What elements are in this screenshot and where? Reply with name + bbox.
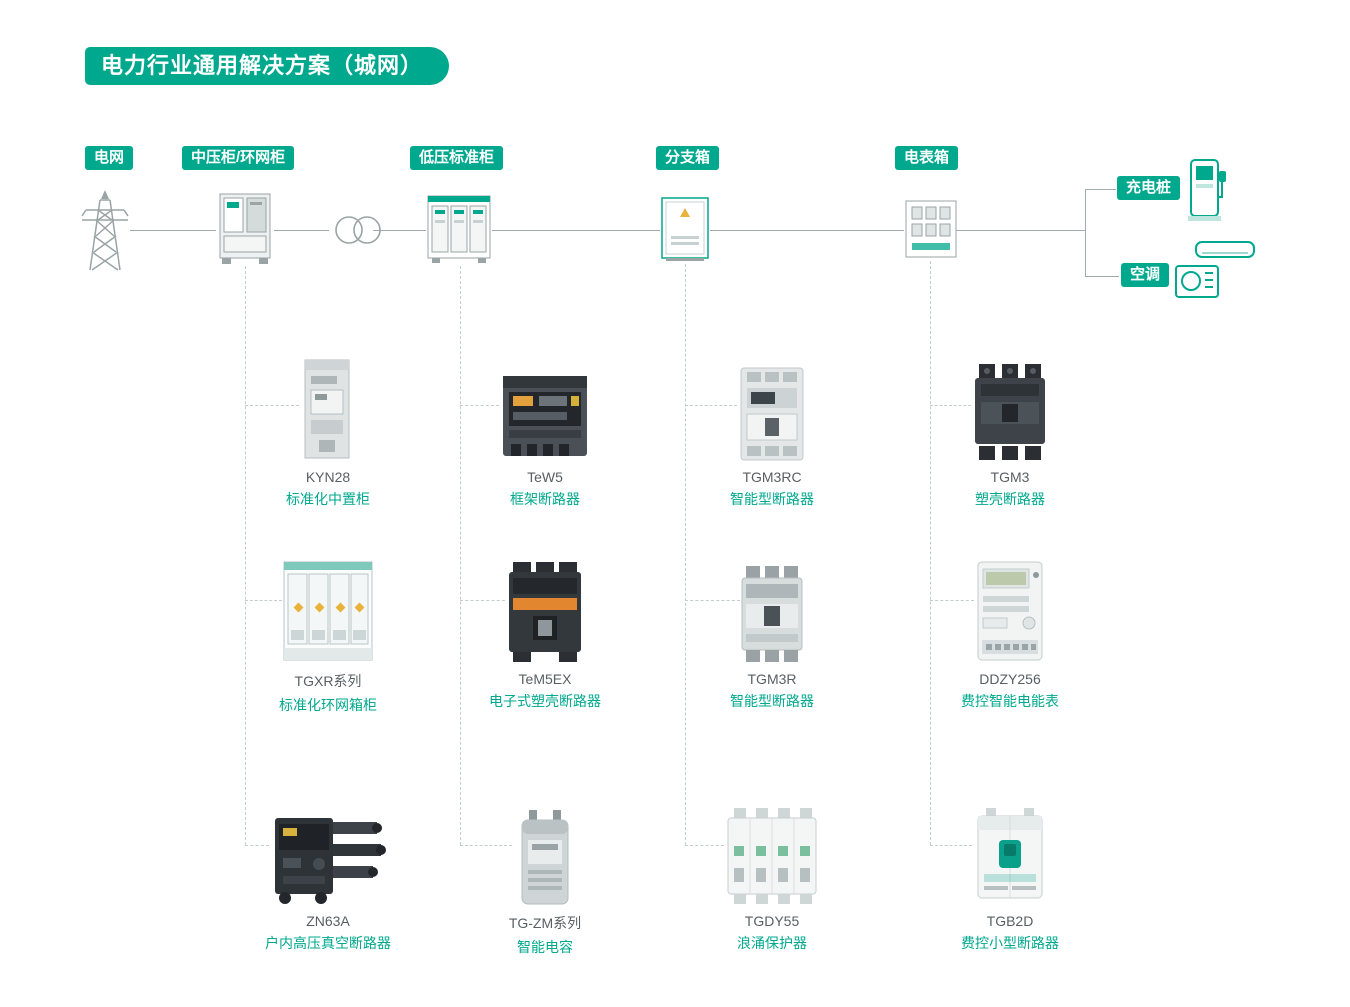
product-desc: 框架断路器	[510, 491, 580, 507]
dashed-connector	[930, 600, 974, 601]
product-card-tgzm: TG-ZM系列 智能电容	[457, 790, 633, 957]
meter-box-icon	[904, 199, 958, 266]
dashed-connector	[460, 405, 499, 406]
node-label-grid: 电网	[85, 146, 134, 170]
product-desc: 智能型断路器	[730, 491, 814, 507]
dashed-connector	[245, 405, 299, 406]
product-card-tem5ex: TeM5EX 电子式塑壳断路器	[457, 548, 633, 711]
product-image-tgdy55	[684, 790, 860, 906]
product-desc: 费控智能电能表	[961, 693, 1059, 709]
product-image-tew5	[457, 346, 633, 462]
product-card-tew5: TeW5 框架断路器	[457, 346, 633, 509]
product-desc: 智能型断路器	[730, 693, 814, 709]
node-label-meter: 电表箱	[895, 146, 959, 170]
product-card-tgm3: TGM3 塑壳断路器	[922, 346, 1098, 509]
product-image-kyn28	[240, 346, 416, 462]
product-card-kyn28: KYN28 标准化中置柜	[240, 346, 416, 509]
product-desc: 浪涌保护器	[737, 935, 807, 951]
power-grid-tower-icon	[74, 186, 136, 279]
product-image-tgxr	[240, 548, 416, 664]
node-label-ac: 空调	[1121, 263, 1170, 287]
product-card-ddzy256: DDZY256 费控智能电能表	[922, 548, 1098, 711]
product-name: TGDY55	[744, 913, 800, 929]
node-label-branch: 分支箱	[656, 146, 720, 170]
dashed-connector	[685, 405, 737, 406]
product-name: TG-ZM系列	[508, 915, 582, 931]
charging-pile-icon	[1186, 158, 1230, 229]
air-conditioner-icon	[1174, 240, 1258, 307]
connector-line	[1085, 189, 1116, 190]
product-card-zn63a: ZN63A 户内高压真空断路器	[240, 790, 416, 953]
connector-line	[1085, 276, 1119, 277]
transformer-icon	[326, 212, 390, 253]
connector-line	[274, 230, 329, 231]
product-image-tem5ex	[457, 548, 633, 664]
dashed-connector	[685, 264, 686, 845]
dashed-connector	[245, 266, 246, 845]
lv-cabinet-icon	[426, 192, 492, 271]
product-desc: 标准化中置柜	[286, 491, 370, 507]
product-name: TGB2D	[986, 913, 1034, 929]
branch-box-icon	[660, 196, 710, 269]
product-name: ZN63A	[306, 913, 350, 929]
product-card-tgb2d: TGB2D 费控小型断路器	[922, 790, 1098, 953]
product-image-tgm3	[922, 346, 1098, 462]
connector-line	[710, 230, 904, 231]
connector-line	[130, 230, 216, 231]
dashed-connector	[930, 261, 931, 845]
product-card-tgxr: TGXR系列 标准化环网箱柜	[240, 548, 416, 715]
dashed-connector	[460, 845, 512, 846]
product-name: DDZY256	[979, 671, 1041, 687]
mv-cabinet-icon	[216, 192, 274, 271]
node-label-charger: 充电桩	[1117, 176, 1181, 200]
product-name: TGXR系列	[294, 673, 362, 689]
dashed-connector	[460, 600, 505, 601]
connector-line	[1085, 189, 1086, 276]
product-desc: 费控小型断路器	[961, 935, 1059, 951]
product-card-tgdy55: TGDY55 浪涌保护器	[684, 790, 860, 953]
product-name: TeW5	[527, 469, 563, 485]
node-label-lv: 低压标准柜	[410, 146, 504, 170]
product-card-tgm3r: TGM3R 智能型断路器	[684, 548, 860, 711]
dashed-connector	[685, 600, 740, 601]
product-name: TGM3R	[747, 671, 797, 687]
dashed-connector	[685, 845, 724, 846]
product-image-tgm3rc	[684, 346, 860, 462]
product-desc: 塑壳断路器	[975, 491, 1045, 507]
connector-line	[492, 230, 660, 231]
product-image-tgm3r	[684, 548, 860, 664]
dashed-connector	[930, 845, 972, 846]
dashed-connector	[930, 405, 971, 406]
product-desc: 智能电容	[517, 939, 573, 955]
node-label-mv: 中压柜/环网柜	[182, 146, 295, 170]
product-image-ddzy256	[922, 548, 1098, 664]
dashed-connector	[460, 266, 461, 845]
product-name: TGM3	[990, 469, 1030, 485]
product-desc: 户内高压真空断路器	[265, 935, 391, 951]
product-image-tgzm	[457, 790, 633, 906]
product-name: TeM5EX	[518, 671, 572, 687]
page-title: 电力行业通用解决方案（城网）	[85, 47, 450, 85]
product-desc: 电子式塑壳断路器	[489, 693, 601, 709]
product-name: TGM3RC	[742, 469, 802, 485]
product-name: KYN28	[305, 469, 351, 485]
connector-line	[956, 230, 1085, 231]
product-image-tgb2d	[922, 790, 1098, 906]
product-desc: 标准化环网箱柜	[279, 697, 377, 713]
product-image-zn63a	[240, 790, 416, 906]
product-card-tgm3rc: TGM3RC 智能型断路器	[684, 346, 860, 509]
connector-line	[373, 230, 426, 231]
dashed-connector	[245, 600, 282, 601]
dashed-connector	[245, 845, 269, 846]
